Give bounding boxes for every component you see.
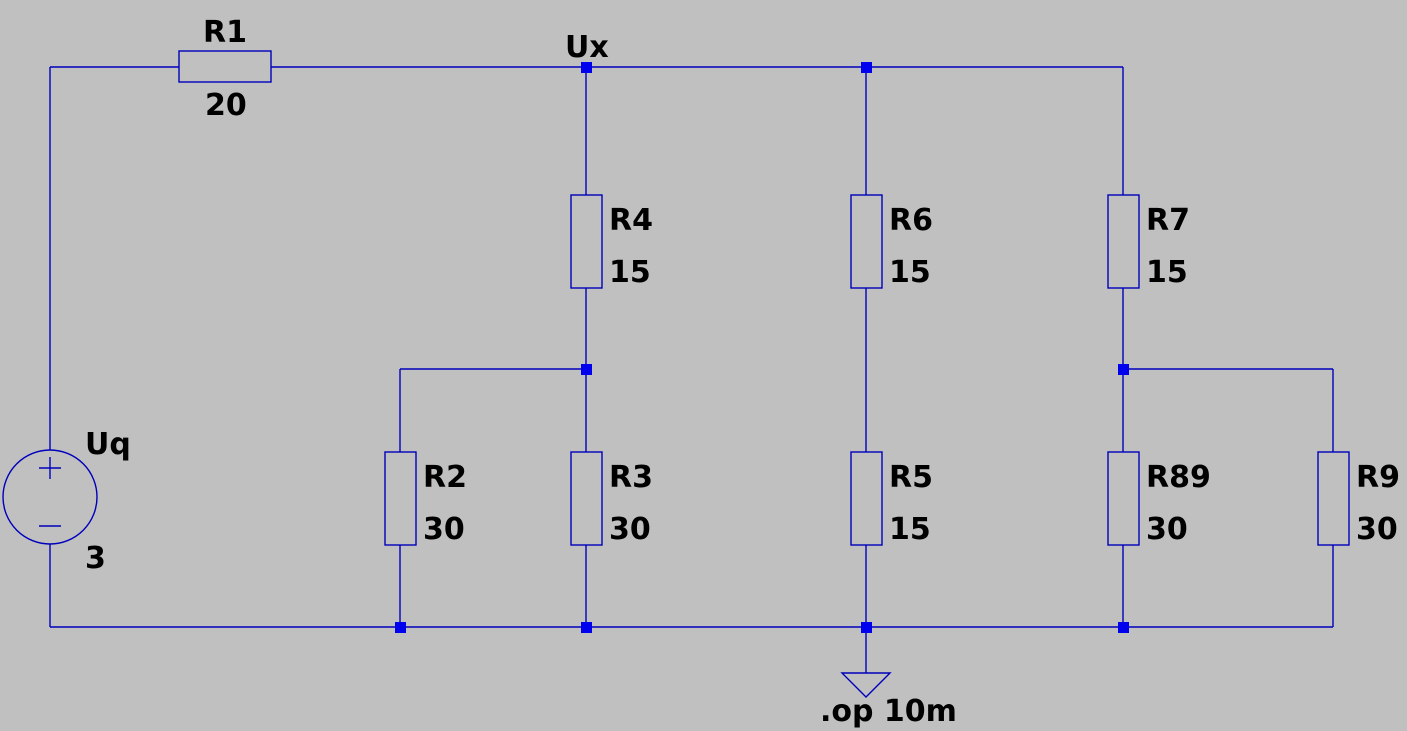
label-r3-value: 30	[609, 512, 651, 547]
junction-bottom-r3	[581, 622, 592, 633]
label-r9-value: 30	[1356, 512, 1398, 547]
junction-ux	[581, 62, 592, 73]
label-r6-name: R6	[889, 203, 933, 238]
label-node-ux: Ux	[565, 30, 609, 65]
ground-icon[interactable]	[840, 672, 892, 698]
label-r2-value: 30	[423, 512, 465, 547]
junction-top-r6	[861, 62, 872, 73]
resistor-r1[interactable]	[178, 50, 272, 83]
wires	[49, 66, 1334, 673]
resistor-r2[interactable]	[384, 451, 417, 546]
label-r7-name: R7	[1146, 203, 1190, 238]
resistor-r6[interactable]	[850, 194, 883, 289]
label-r1-value: 20	[205, 88, 247, 123]
resistor-r4[interactable]	[570, 194, 603, 289]
label-r4-name: R4	[609, 203, 653, 238]
label-r7-value: 15	[1146, 255, 1188, 290]
label-r3-name: R3	[609, 460, 653, 495]
label-r1-name: R1	[203, 15, 247, 50]
resistor-r3[interactable]	[570, 451, 603, 546]
label-r9-name: R9	[1356, 460, 1400, 495]
junction-mid-r7	[1118, 364, 1129, 375]
label-uq-name: Uq	[85, 427, 131, 462]
voltage-source-uq[interactable]	[2, 449, 98, 545]
junctions	[395, 62, 1129, 633]
resistor-r7[interactable]	[1107, 194, 1140, 289]
label-r2-name: R2	[423, 460, 467, 495]
junction-mid-r4	[581, 364, 592, 375]
voltage-source-body	[2, 449, 98, 545]
resistor-r5[interactable]	[850, 451, 883, 546]
label-r89-value: 30	[1146, 512, 1188, 547]
label-r89-name: R89	[1146, 460, 1211, 495]
spice-directive[interactable]: .op 10m	[820, 694, 957, 729]
resistor-r89[interactable]	[1107, 451, 1140, 546]
label-uq-value: 3	[85, 541, 106, 576]
resistor-r9[interactable]	[1317, 451, 1350, 546]
junction-bottom-ground	[861, 622, 872, 633]
label-r4-value: 15	[609, 255, 651, 290]
label-r5-value: 15	[889, 512, 931, 547]
junction-bottom-r2	[395, 622, 406, 633]
junction-bottom-r89	[1118, 622, 1129, 633]
label-r6-value: 15	[889, 255, 931, 290]
label-r5-name: R5	[889, 460, 933, 495]
